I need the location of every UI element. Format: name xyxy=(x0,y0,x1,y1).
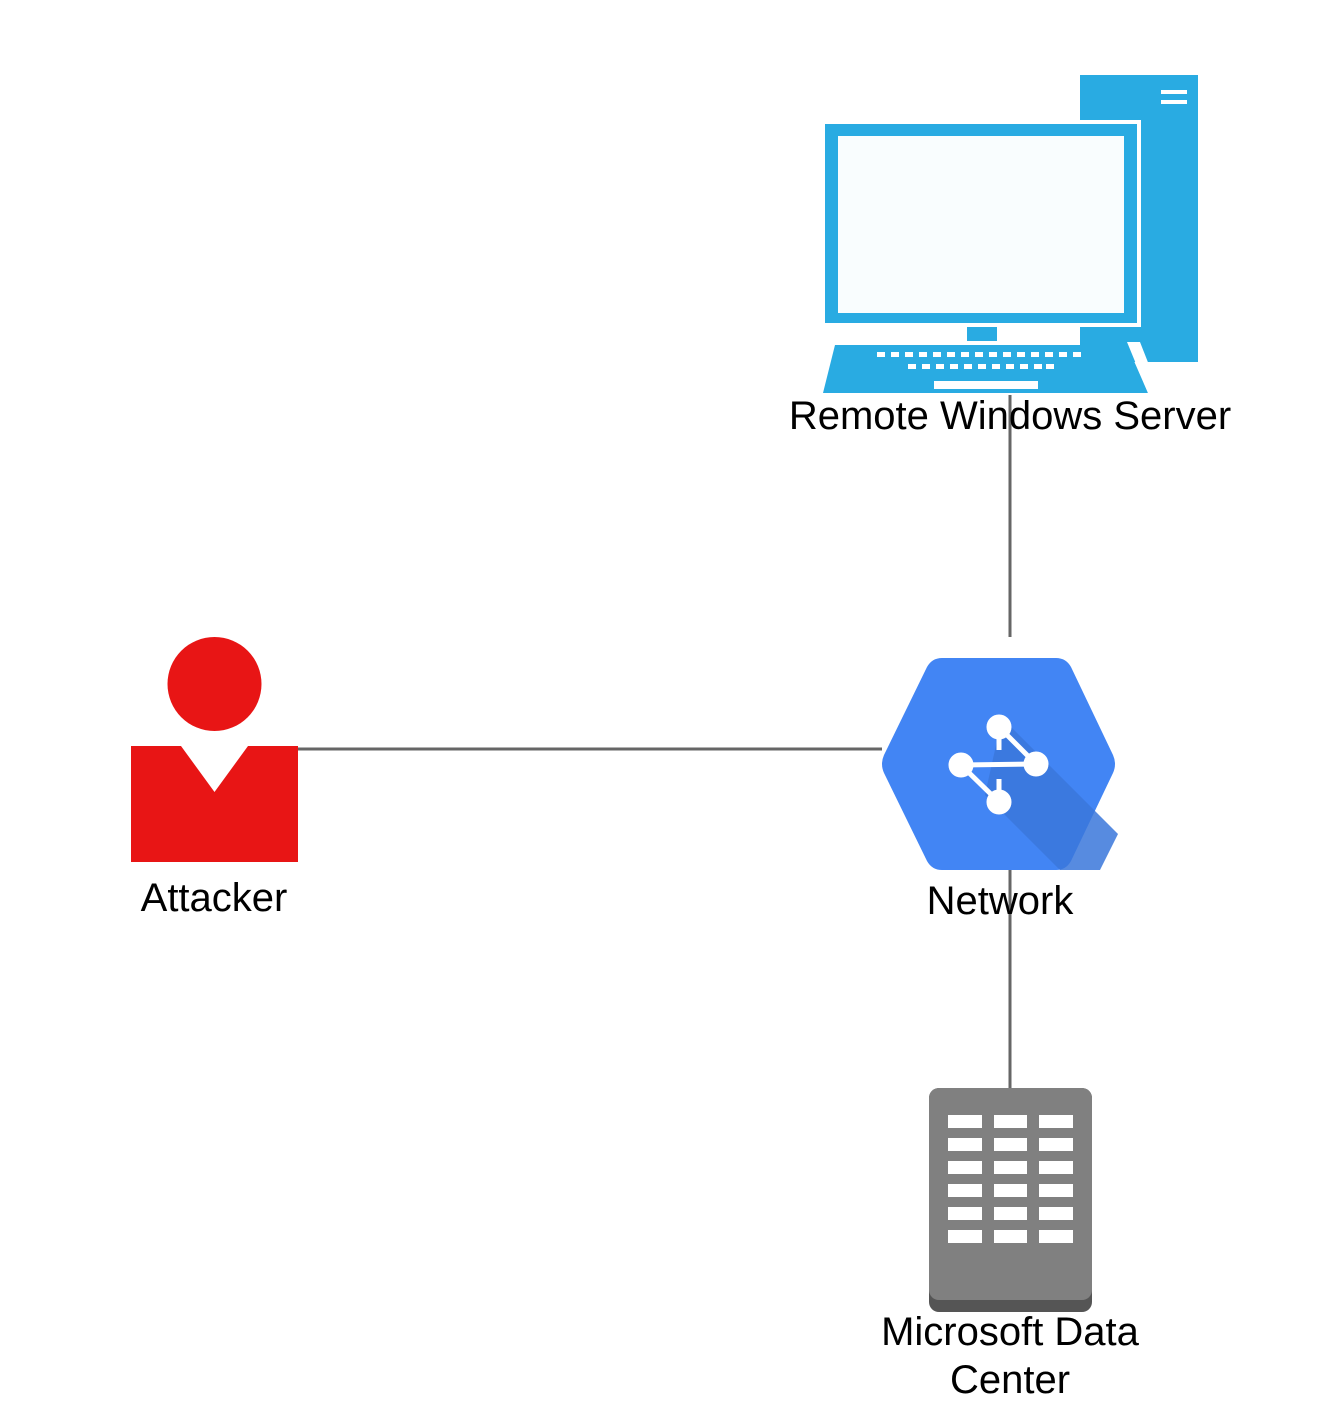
connectors xyxy=(298,395,1012,1089)
server-rack-slots xyxy=(948,1115,1073,1243)
user-icon[interactable] xyxy=(131,637,298,862)
network-graph-glyph xyxy=(948,714,1049,815)
server-rack-icon[interactable] xyxy=(929,1088,1092,1312)
data-center-label: Microsoft Data Center xyxy=(881,1310,1139,1402)
keyboard-keys xyxy=(877,352,1081,369)
network-hexagon-icon[interactable] xyxy=(882,658,1118,870)
remote-server-label: Remote Windows Server xyxy=(788,394,1232,438)
desktop-computer-icon[interactable] xyxy=(821,75,1198,393)
attacker-label: Attacker xyxy=(140,876,288,920)
network-label: Network xyxy=(926,879,1074,923)
